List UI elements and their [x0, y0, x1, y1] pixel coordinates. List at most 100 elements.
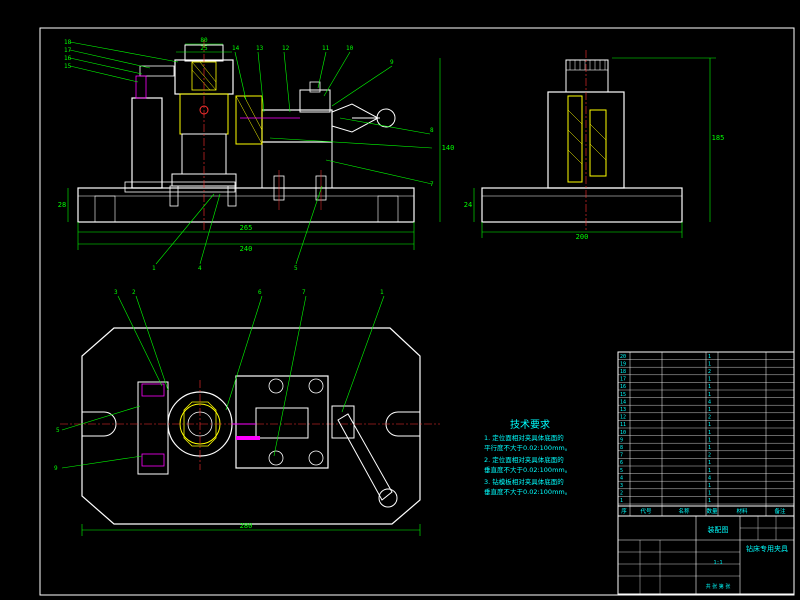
balloon-plan-0: 3: [114, 289, 118, 296]
bom-cell: 2: [708, 453, 711, 459]
bom-cell: 14: [620, 399, 626, 405]
dim-top-small-1: 80: [200, 37, 208, 44]
balloon-plan-5: 5: [56, 427, 60, 434]
bom-cell: 1: [708, 354, 711, 360]
title-scale: 1:1: [713, 560, 722, 566]
dim-top-small-2: 25: [200, 45, 208, 52]
bom-cell: 19: [620, 361, 626, 367]
drawing-frame: [39, 27, 795, 596]
balloon-front-2: 16: [64, 55, 72, 62]
bom-cell: 1: [620, 498, 623, 504]
side-view: 200 24 185: [464, 50, 725, 241]
title-sheet: 共 张 第 张: [706, 583, 731, 590]
bom-cell: 1: [708, 407, 711, 413]
balloon-plan-2: 6: [258, 289, 262, 296]
tech-note-line-5: 垂直度不大于0.02:100mm。: [484, 487, 571, 496]
bom-cell: 2: [708, 415, 711, 421]
bom-header-cell: 名称: [678, 507, 690, 515]
front-view: 265 240 28 140 80 25 18 17 16 15 14 13 1…: [58, 37, 455, 272]
plan-right-block: [235, 375, 329, 469]
balloon-front-13: 4: [198, 265, 202, 272]
dim-overall-width-front: 265: [240, 224, 253, 232]
bom-cell: 3: [620, 483, 623, 489]
balloon-front-8: 10: [346, 45, 354, 52]
bom-cell: 1: [708, 430, 711, 436]
bom-cell: 2: [620, 491, 623, 497]
bom-cell: 17: [620, 377, 626, 383]
dim-base-width-side: 200: [576, 233, 589, 241]
side-base: [481, 187, 683, 223]
bom-cell: 6: [620, 460, 623, 466]
dim-base-height-front: 28: [58, 201, 66, 209]
bom-cell: 9: [620, 437, 623, 443]
bom-cell: 1: [708, 377, 711, 383]
bom-cell: 11: [620, 422, 626, 428]
title-block: 装配图 钻床专用夹具 1:1 共 张 第 张: [617, 505, 795, 595]
plan-lever: [337, 413, 393, 501]
bom-cell: 20: [620, 354, 626, 360]
bom-cell: 1: [708, 437, 711, 443]
balloon-front-7: 11: [322, 45, 330, 52]
bom-cell: 1: [708, 422, 711, 428]
plan-base-outline: [81, 327, 421, 525]
balloon-plan-4: 1: [380, 289, 384, 296]
bom-cell: 1: [708, 361, 711, 367]
bom-cell: 1: [708, 384, 711, 390]
bom-cell: 16: [620, 384, 626, 390]
bom-cell: 10: [620, 430, 626, 436]
dim-total-height-front: 140: [442, 144, 455, 152]
bom-header-cell: 数量: [706, 507, 718, 515]
bom-cell: 1: [708, 498, 711, 504]
dim-total-height-side: 185: [712, 134, 725, 142]
bom-header-cell: 材料: [736, 507, 748, 515]
bom-header-cell: 序: [621, 507, 627, 515]
tech-notes: 技术要求 1. 定位面相对夹具体底面的 平行度不大于0.02:100mm。 2.…: [484, 418, 571, 496]
bom-cell: 1: [708, 468, 711, 474]
balloon-front-9: 9: [390, 59, 394, 66]
title-part-name: 钻床专用夹具: [746, 544, 788, 553]
bom-cell: 1: [708, 392, 711, 398]
balloon-plan-6: 9: [54, 465, 58, 472]
tech-note-line-0: 1. 定位面相对夹具体底面的: [484, 433, 564, 442]
bom-cell: 5: [620, 468, 623, 474]
bom-cell: 1: [708, 445, 711, 451]
bom-header-cell: 备注: [774, 507, 786, 515]
balloon-front-5: 13: [256, 45, 264, 52]
balloon-plan-3: 7: [302, 289, 306, 296]
tech-note-line-4: 3. 钻模板相对夹具体底面的: [484, 477, 564, 486]
front-handle: [331, 103, 380, 133]
tech-note-line-2: 2. 定位面相对夹具体底面的: [484, 455, 564, 464]
balloon-front-3: 15: [64, 63, 72, 70]
front-base: [77, 187, 415, 223]
bom-cell: 15: [620, 392, 626, 398]
balloon-front-14: 5: [294, 265, 298, 272]
title-drawing-name: 装配图: [708, 525, 729, 534]
balloon-front-6: 12: [282, 45, 290, 52]
bom-cell: 4: [708, 399, 711, 405]
bom-cell: 1: [708, 483, 711, 489]
bom-cell: 12: [620, 415, 626, 421]
front-left-column: [131, 97, 163, 189]
bom-cell: 2: [708, 369, 711, 375]
dim-plan-width: 280: [240, 522, 253, 530]
front-right-block: [261, 109, 333, 143]
bom-cell: 1: [708, 460, 711, 466]
bom-cell: 13: [620, 407, 626, 413]
bom-header-cell: 代号: [640, 507, 652, 515]
tech-note-line-3: 垂直度不大于0.02:100mm。: [484, 465, 571, 474]
bom-cell: 1: [708, 491, 711, 497]
balloon-plan-1: 2: [132, 289, 136, 296]
balloon-front-10: 8: [430, 127, 434, 134]
bom-cell: 8: [620, 445, 623, 451]
tech-note-line-1: 平行度不大于0.02:100mm。: [484, 443, 571, 452]
bom-cell: 4: [708, 475, 711, 481]
plan-view: 280 3 2 6 7 1 5 9: [54, 289, 440, 536]
balloon-front-12: 1: [152, 265, 156, 272]
bom-cell: 7: [620, 453, 623, 459]
tech-notes-title: 技术要求: [510, 418, 550, 431]
dim-base-height-side: 24: [464, 201, 472, 209]
balloon-front-11: 7: [430, 181, 434, 188]
bom-cell: 18: [620, 369, 626, 375]
